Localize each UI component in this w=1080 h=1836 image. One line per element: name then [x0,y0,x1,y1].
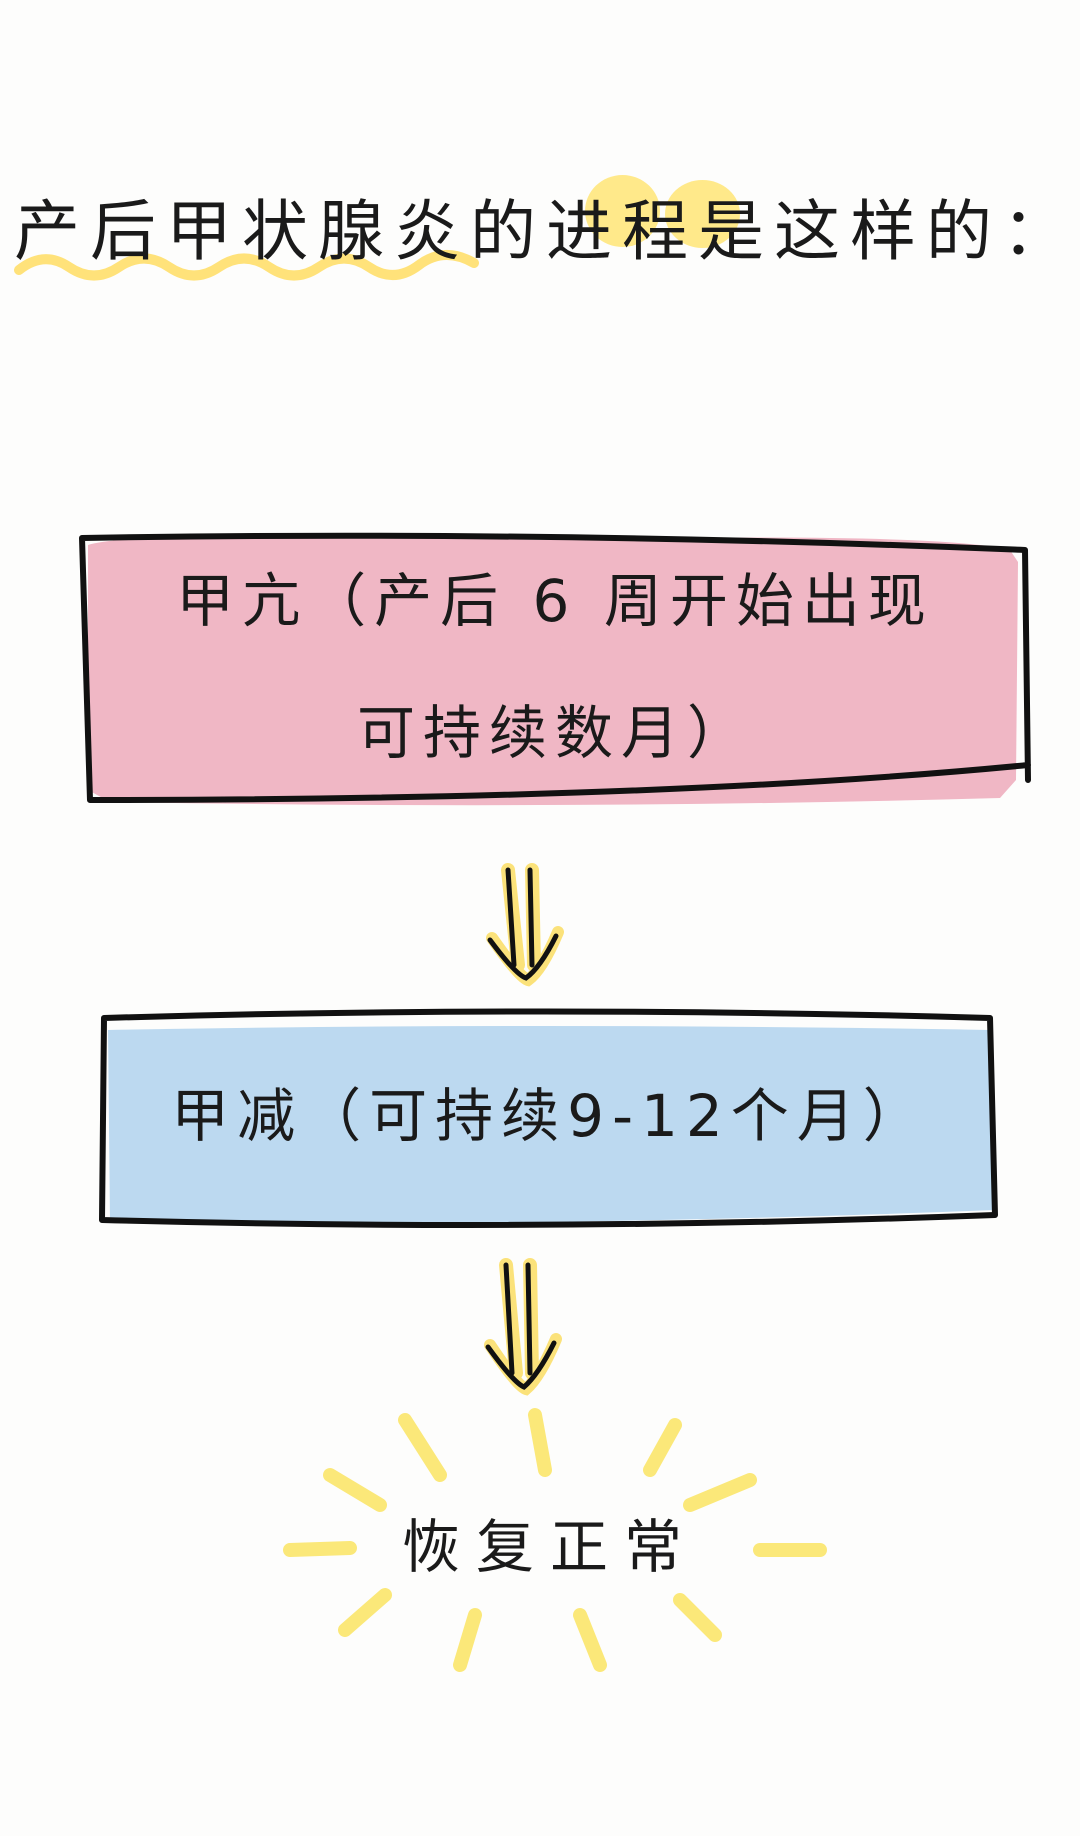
outcome-text: 恢复正常 [401,1513,698,1581]
page-title: 产后甲状腺炎的进程是这样的： [14,193,1078,270]
highlight-mark-2 [665,180,740,248]
hyper-stage-line1: 甲亢（产后 6 周开始出现 [176,567,934,635]
title-block: 产后甲状腺炎的进程是这样的： [0,150,1080,290]
hypo-stage-text: 甲减（可持续9-12个月） [171,1082,929,1150]
hypo-stage-box [99,1008,998,1228]
highlight-mark-1 [585,175,660,247]
title-underline [14,250,479,281]
hyper-stage-box [79,532,1031,806]
down-arrow-2 [484,1258,562,1396]
hyper-stage-line2: 可持续数月） [356,699,753,767]
down-arrow-1 [486,863,564,987]
sunburst-rays [283,1408,827,1672]
